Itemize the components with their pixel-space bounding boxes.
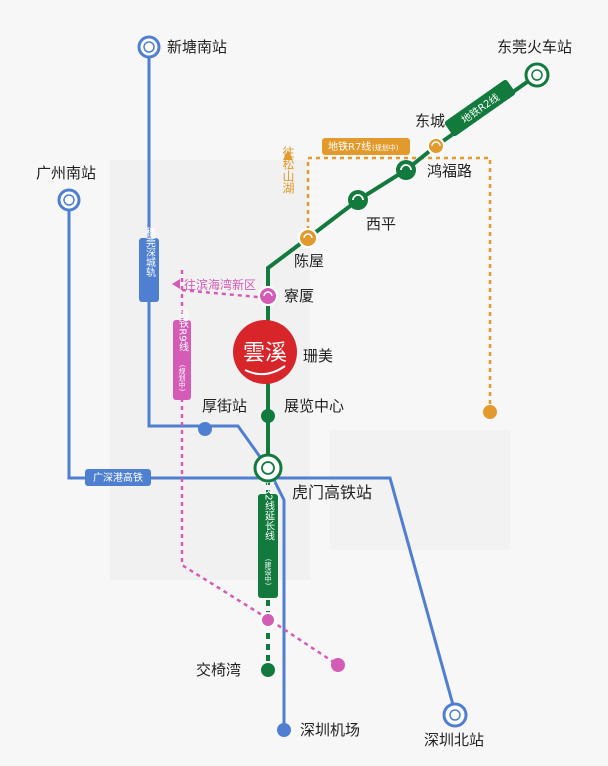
logo-swoosh bbox=[244, 365, 286, 376]
shenzhen-north-marker[interactable] bbox=[442, 702, 468, 728]
dongcheng-marker[interactable] bbox=[427, 137, 445, 155]
svg-text:(规划中): (规划中) bbox=[372, 143, 399, 152]
train-icon bbox=[531, 69, 543, 81]
suiguan-badge: 穗莞深城轨 bbox=[139, 226, 159, 302]
exhibition-center-marker[interactable] bbox=[261, 409, 275, 423]
station-label-dongcheng[interactable]: 东城 bbox=[415, 112, 445, 130]
yunxi-logo: 雲溪 bbox=[233, 320, 297, 384]
train-icon bbox=[63, 194, 75, 206]
train-icon bbox=[449, 709, 461, 721]
svg-text:雲溪: 雲溪 bbox=[243, 341, 287, 366]
r7-badge: 地铁R7线 (规划中) bbox=[322, 138, 410, 155]
dongguan-train-marker[interactable] bbox=[524, 62, 550, 88]
svg-text:地铁R9线: 地铁R9线 bbox=[177, 307, 189, 352]
transfer-icon bbox=[431, 141, 441, 147]
station-label-houjie[interactable]: 厚街站 bbox=[202, 397, 247, 415]
svg-text:往松山湖: 往松山湖 bbox=[281, 145, 295, 194]
r9-r2-interchange-marker[interactable] bbox=[260, 612, 276, 628]
transfer-icon bbox=[352, 194, 364, 201]
svg-text:(规划中): (规划中) bbox=[178, 365, 186, 392]
suiguan-line bbox=[147, 47, 286, 730]
transfer-icon bbox=[303, 233, 313, 239]
station-label-chenwu[interactable]: 陈屋 bbox=[294, 252, 324, 270]
xintang-south-marker[interactable] bbox=[137, 35, 161, 59]
background-patch bbox=[330, 430, 510, 550]
station-label-shenzhen-airport[interactable]: 深圳机场 bbox=[300, 721, 360, 739]
station-label-xintang-south[interactable]: 新塘南站 bbox=[167, 38, 227, 56]
transfer-icon bbox=[400, 164, 412, 171]
guangzhou-south-marker[interactable] bbox=[57, 188, 81, 212]
train-icon bbox=[261, 461, 275, 475]
station-label-guangzhou-south[interactable]: 广州南站 bbox=[36, 164, 96, 182]
station-label-hongfu-road[interactable]: 鸿福路 bbox=[427, 162, 472, 180]
xiping-marker[interactable] bbox=[348, 190, 368, 210]
station-label-xiping[interactable]: 西平 bbox=[366, 215, 396, 233]
r9-direction-line bbox=[181, 288, 269, 300]
r9-badge: 地铁R9线 (规划中) bbox=[173, 307, 191, 400]
r9-terminus-marker bbox=[331, 658, 345, 672]
r7-terminus-marker bbox=[483, 405, 497, 419]
station-label-shenzhen-north[interactable]: 深圳北站 bbox=[424, 731, 484, 749]
r7-line bbox=[306, 156, 492, 412]
binhai-bay-direction: 往滨海湾新区 bbox=[172, 277, 256, 292]
transfer-icon bbox=[263, 291, 273, 297]
station-label-humen-hsr[interactable]: 虎门高铁站 bbox=[292, 483, 372, 502]
jiaoyiwan-marker[interactable] bbox=[261, 663, 275, 677]
station-label-dongguan-train[interactable]: 东莞火车站 bbox=[497, 38, 572, 56]
svg-text:广深港高铁: 广深港高铁 bbox=[93, 471, 143, 484]
svg-text:穗莞深城轨: 穗莞深城轨 bbox=[144, 226, 156, 278]
station-label-shanmei[interactable]: 珊美 bbox=[303, 347, 333, 365]
liaoxia-marker[interactable] bbox=[258, 286, 278, 306]
shenzhen-airport-marker[interactable] bbox=[277, 723, 291, 737]
svg-text:地铁R2线延长线: 地铁R2线延长线 bbox=[263, 466, 275, 541]
guangshengang-line bbox=[67, 200, 457, 713]
train-icon bbox=[143, 41, 155, 53]
station-label-exhibition-center[interactable]: 展览中心 bbox=[284, 397, 344, 415]
arrow-left-icon bbox=[172, 279, 180, 289]
hongfu-road-marker[interactable] bbox=[396, 160, 416, 180]
chenwu-marker[interactable] bbox=[298, 228, 318, 248]
station-label-jiaoyiwan[interactable]: 交椅湾 bbox=[196, 661, 241, 679]
guangshengang-badge: 广深港高铁 bbox=[85, 469, 151, 486]
svg-text:地铁R7线: 地铁R7线 bbox=[328, 140, 371, 153]
humen-hsr-marker[interactable] bbox=[253, 453, 283, 483]
svg-text:往滨海湾新区: 往滨海湾新区 bbox=[184, 277, 256, 292]
r2-extension-badge: 地铁R2线延长线 (建设中) bbox=[258, 466, 278, 598]
svg-text:(建设中): (建设中) bbox=[264, 559, 272, 586]
songshan-lake-direction: 往松山湖 bbox=[281, 145, 295, 194]
arrow-up-icon bbox=[283, 150, 293, 160]
station-label-liaoxia[interactable]: 寮厦 bbox=[284, 287, 314, 305]
r9-line bbox=[180, 270, 339, 667]
houjie-marker[interactable] bbox=[198, 422, 212, 436]
